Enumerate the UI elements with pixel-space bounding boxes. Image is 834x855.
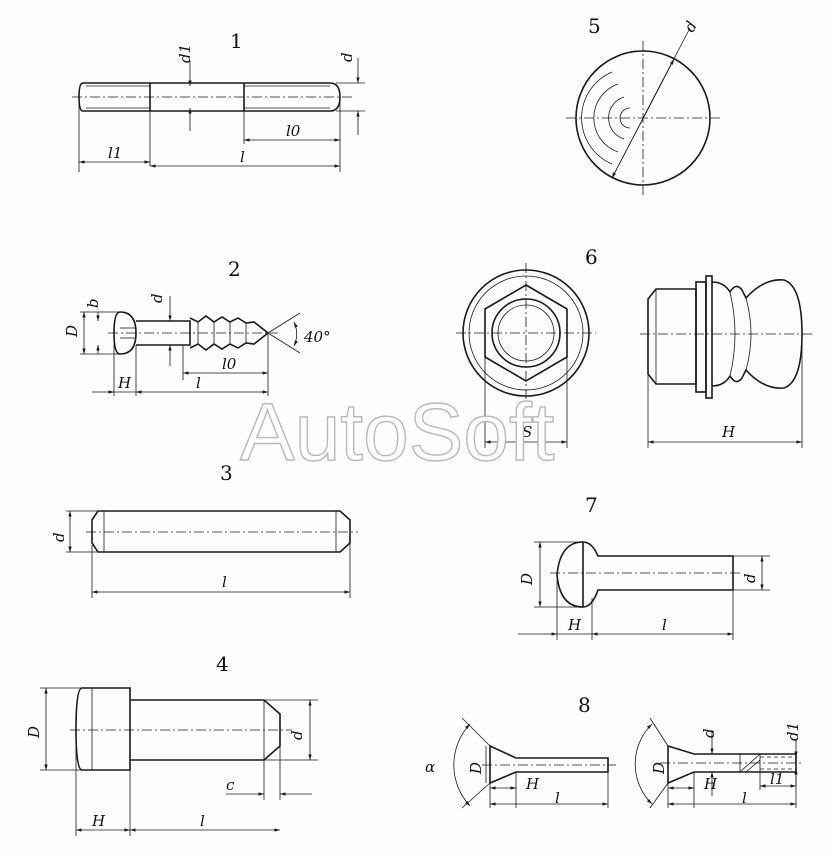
- label-S: S: [522, 423, 532, 441]
- label-H-left: H: [525, 775, 540, 793]
- label-l: l: [662, 616, 667, 634]
- figure-3-pin: 3 d l: [50, 461, 358, 598]
- label-d: d: [148, 293, 166, 303]
- figure-1-stud: 1 d1 d l0 l1 l: [72, 29, 365, 172]
- figure-number-6: 6: [585, 245, 598, 269]
- label-l: l: [240, 148, 245, 166]
- label-l1: l1: [770, 770, 784, 788]
- figure-number-1: 1: [230, 29, 243, 53]
- label-angle-40: 40°: [303, 328, 331, 346]
- figure-number-5: 5: [588, 14, 601, 38]
- figure-6-cap-nut: 6 S H: [456, 245, 812, 448]
- label-l0: l0: [286, 122, 301, 140]
- figure-4-headed-pin: 4 D d c H l: [25, 652, 318, 836]
- label-H-right: H: [703, 775, 718, 793]
- label-D: D: [518, 573, 536, 586]
- label-H: H: [117, 374, 132, 392]
- label-l-left: l: [555, 789, 560, 807]
- label-D-left: D: [467, 762, 485, 775]
- label-d: d: [741, 573, 759, 583]
- label-l1: l1: [108, 144, 122, 162]
- label-H: H: [567, 616, 582, 634]
- label-d: d: [338, 52, 356, 62]
- label-H: H: [721, 423, 736, 441]
- label-l: l: [200, 812, 205, 830]
- label-d: d: [288, 730, 306, 740]
- label-d-right: d: [700, 728, 718, 738]
- figure-number-4: 4: [216, 652, 229, 676]
- label-alpha: α: [425, 758, 435, 776]
- label-D-right: D: [650, 762, 668, 775]
- label-b: b: [84, 298, 102, 308]
- figure-number-2: 2: [228, 257, 241, 281]
- label-l: l: [196, 374, 201, 392]
- figure-number-8: 8: [578, 693, 591, 717]
- figure-number-7: 7: [585, 493, 598, 517]
- label-d: d: [50, 532, 68, 542]
- label-l: l: [222, 573, 227, 591]
- label-c: c: [226, 776, 235, 794]
- label-d1: d1: [176, 44, 194, 63]
- label-d: d: [680, 18, 700, 35]
- label-l0: l0: [222, 355, 237, 373]
- label-D: D: [25, 726, 43, 739]
- figure-8-countersunk-rivets: 8 α D H l: [425, 693, 804, 809]
- label-l-right: l: [742, 789, 747, 807]
- label-d1: d1: [784, 722, 802, 741]
- label-D: D: [63, 325, 81, 338]
- figure-5-round-head: 5 d: [566, 14, 720, 195]
- watermark-text: AutoSoft: [240, 387, 555, 478]
- figure-number-3: 3: [220, 461, 233, 485]
- label-H: H: [91, 812, 106, 830]
- figure-2-screw: 2 b d D 40° l0 H: [63, 257, 331, 396]
- figure-7-rivet: 7 D d H l: [518, 493, 770, 640]
